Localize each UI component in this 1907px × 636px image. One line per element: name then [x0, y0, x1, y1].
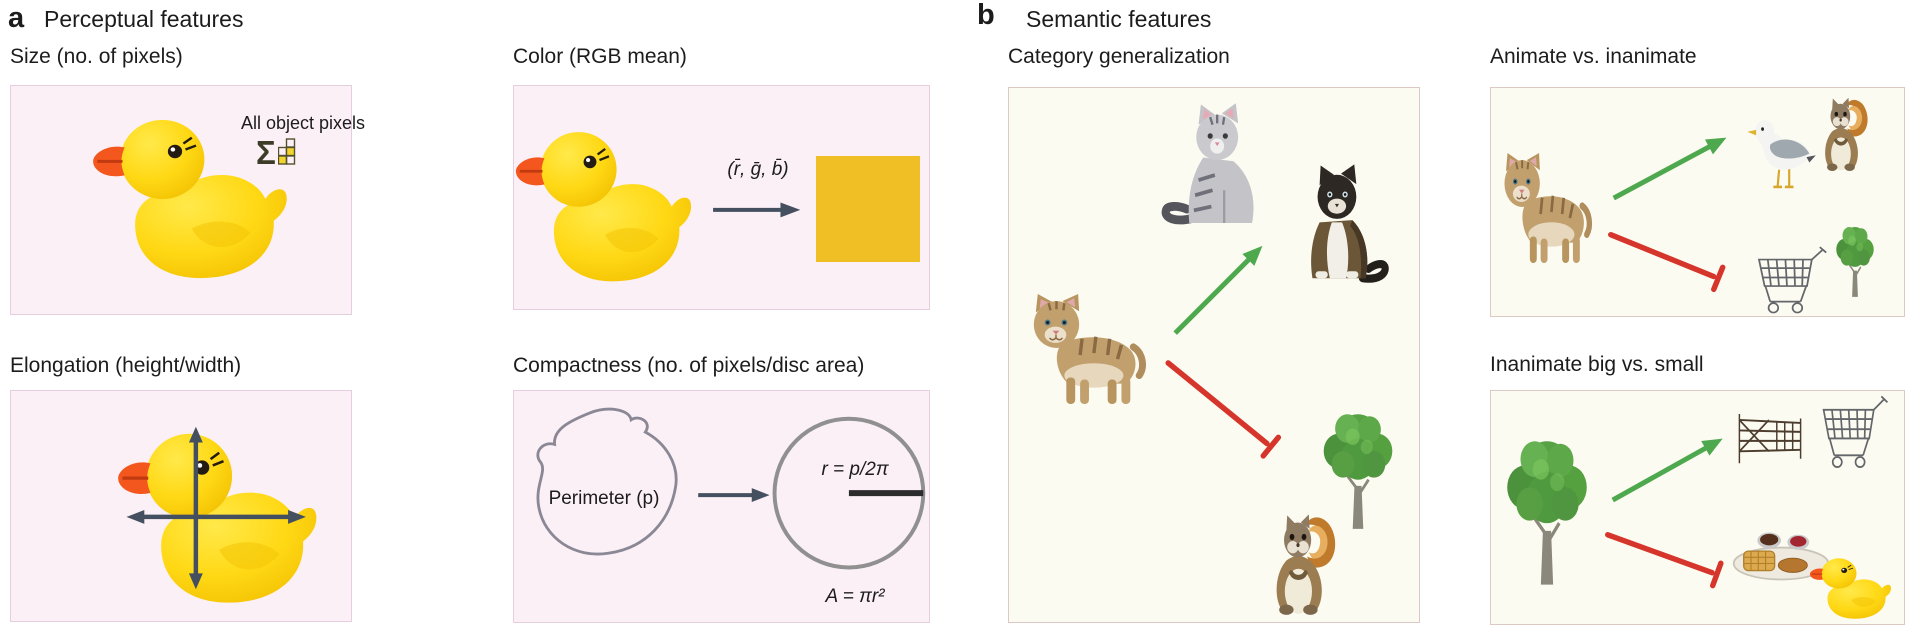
rubber-duck-icon [1809, 557, 1892, 620]
animate-box-label: Animate vs. inanimate [1490, 45, 1697, 68]
dark-cat-icon [1289, 162, 1391, 284]
squirrel-icon [1264, 501, 1344, 619]
compactness-box: Perimeter (p) r = p/2π A = πr² [513, 390, 930, 623]
perimeter-blob-icon [536, 407, 678, 556]
inanimate-big-vs-small-box [1490, 390, 1905, 625]
area-formula: A = πr² [825, 586, 885, 607]
category-box-label: Category generalization [1008, 45, 1230, 68]
wooden-gate-icon [1738, 413, 1802, 465]
kitten-icon [1023, 294, 1151, 406]
inhibition-line [1608, 231, 1726, 293]
panel-a-title: Perceptual features [44, 6, 244, 32]
inhibition-line [1165, 360, 1282, 459]
tree-icon [1835, 226, 1875, 298]
mean-color-swatch [816, 156, 920, 262]
tree-icon [1505, 439, 1589, 587]
radius-formula: r = p/2π [821, 459, 889, 480]
animate-vs-inanimate-box [1490, 87, 1905, 317]
mean-rgb-label: (r̄, ḡ, b̄) [727, 159, 789, 180]
shopping-cart-icon [1758, 246, 1828, 314]
silver-cat-icon [1159, 102, 1287, 228]
sum-over-pixels: Σ [256, 134, 302, 171]
generalization-arrow [1611, 438, 1723, 503]
panel-b-letter: b [977, 0, 995, 31]
shopping-cart-icon [1822, 395, 1889, 469]
compactness-box-label: Compactness (no. of pixels/disc area) [513, 354, 865, 377]
panel-b-title: Semantic features [1026, 6, 1212, 32]
rubber-duck-icon [116, 432, 318, 605]
kitten-icon [1496, 153, 1596, 265]
size-annotation: All object pixels [241, 113, 366, 133]
elongation-box-label: Elongation (height/width) [10, 354, 242, 377]
size-box-label: Size (no. of pixels) [10, 45, 183, 68]
rubber-duck-icon [514, 130, 693, 283]
inhibition-line [1605, 532, 1724, 589]
seagull-icon [1746, 118, 1818, 189]
generalization-arrow [1173, 245, 1263, 335]
elongation-box [10, 390, 352, 622]
sigma-symbol: Σ [256, 134, 276, 171]
perimeter-label: Perimeter (p) [548, 488, 660, 509]
squirrel-icon [1823, 95, 1870, 173]
generalization-arrow [1612, 137, 1727, 201]
inanimate-box-label: Inanimate big vs. small [1490, 353, 1704, 376]
color-box: (r̄, ḡ, b̄) [513, 85, 930, 310]
size-box: All object pixels Σ [10, 85, 365, 315]
panel-a-letter: a [8, 2, 25, 34]
category-generalization-box [1008, 87, 1420, 623]
color-box-label: Color (RGB mean) [513, 45, 687, 68]
pixel-grid-icon [277, 138, 296, 165]
